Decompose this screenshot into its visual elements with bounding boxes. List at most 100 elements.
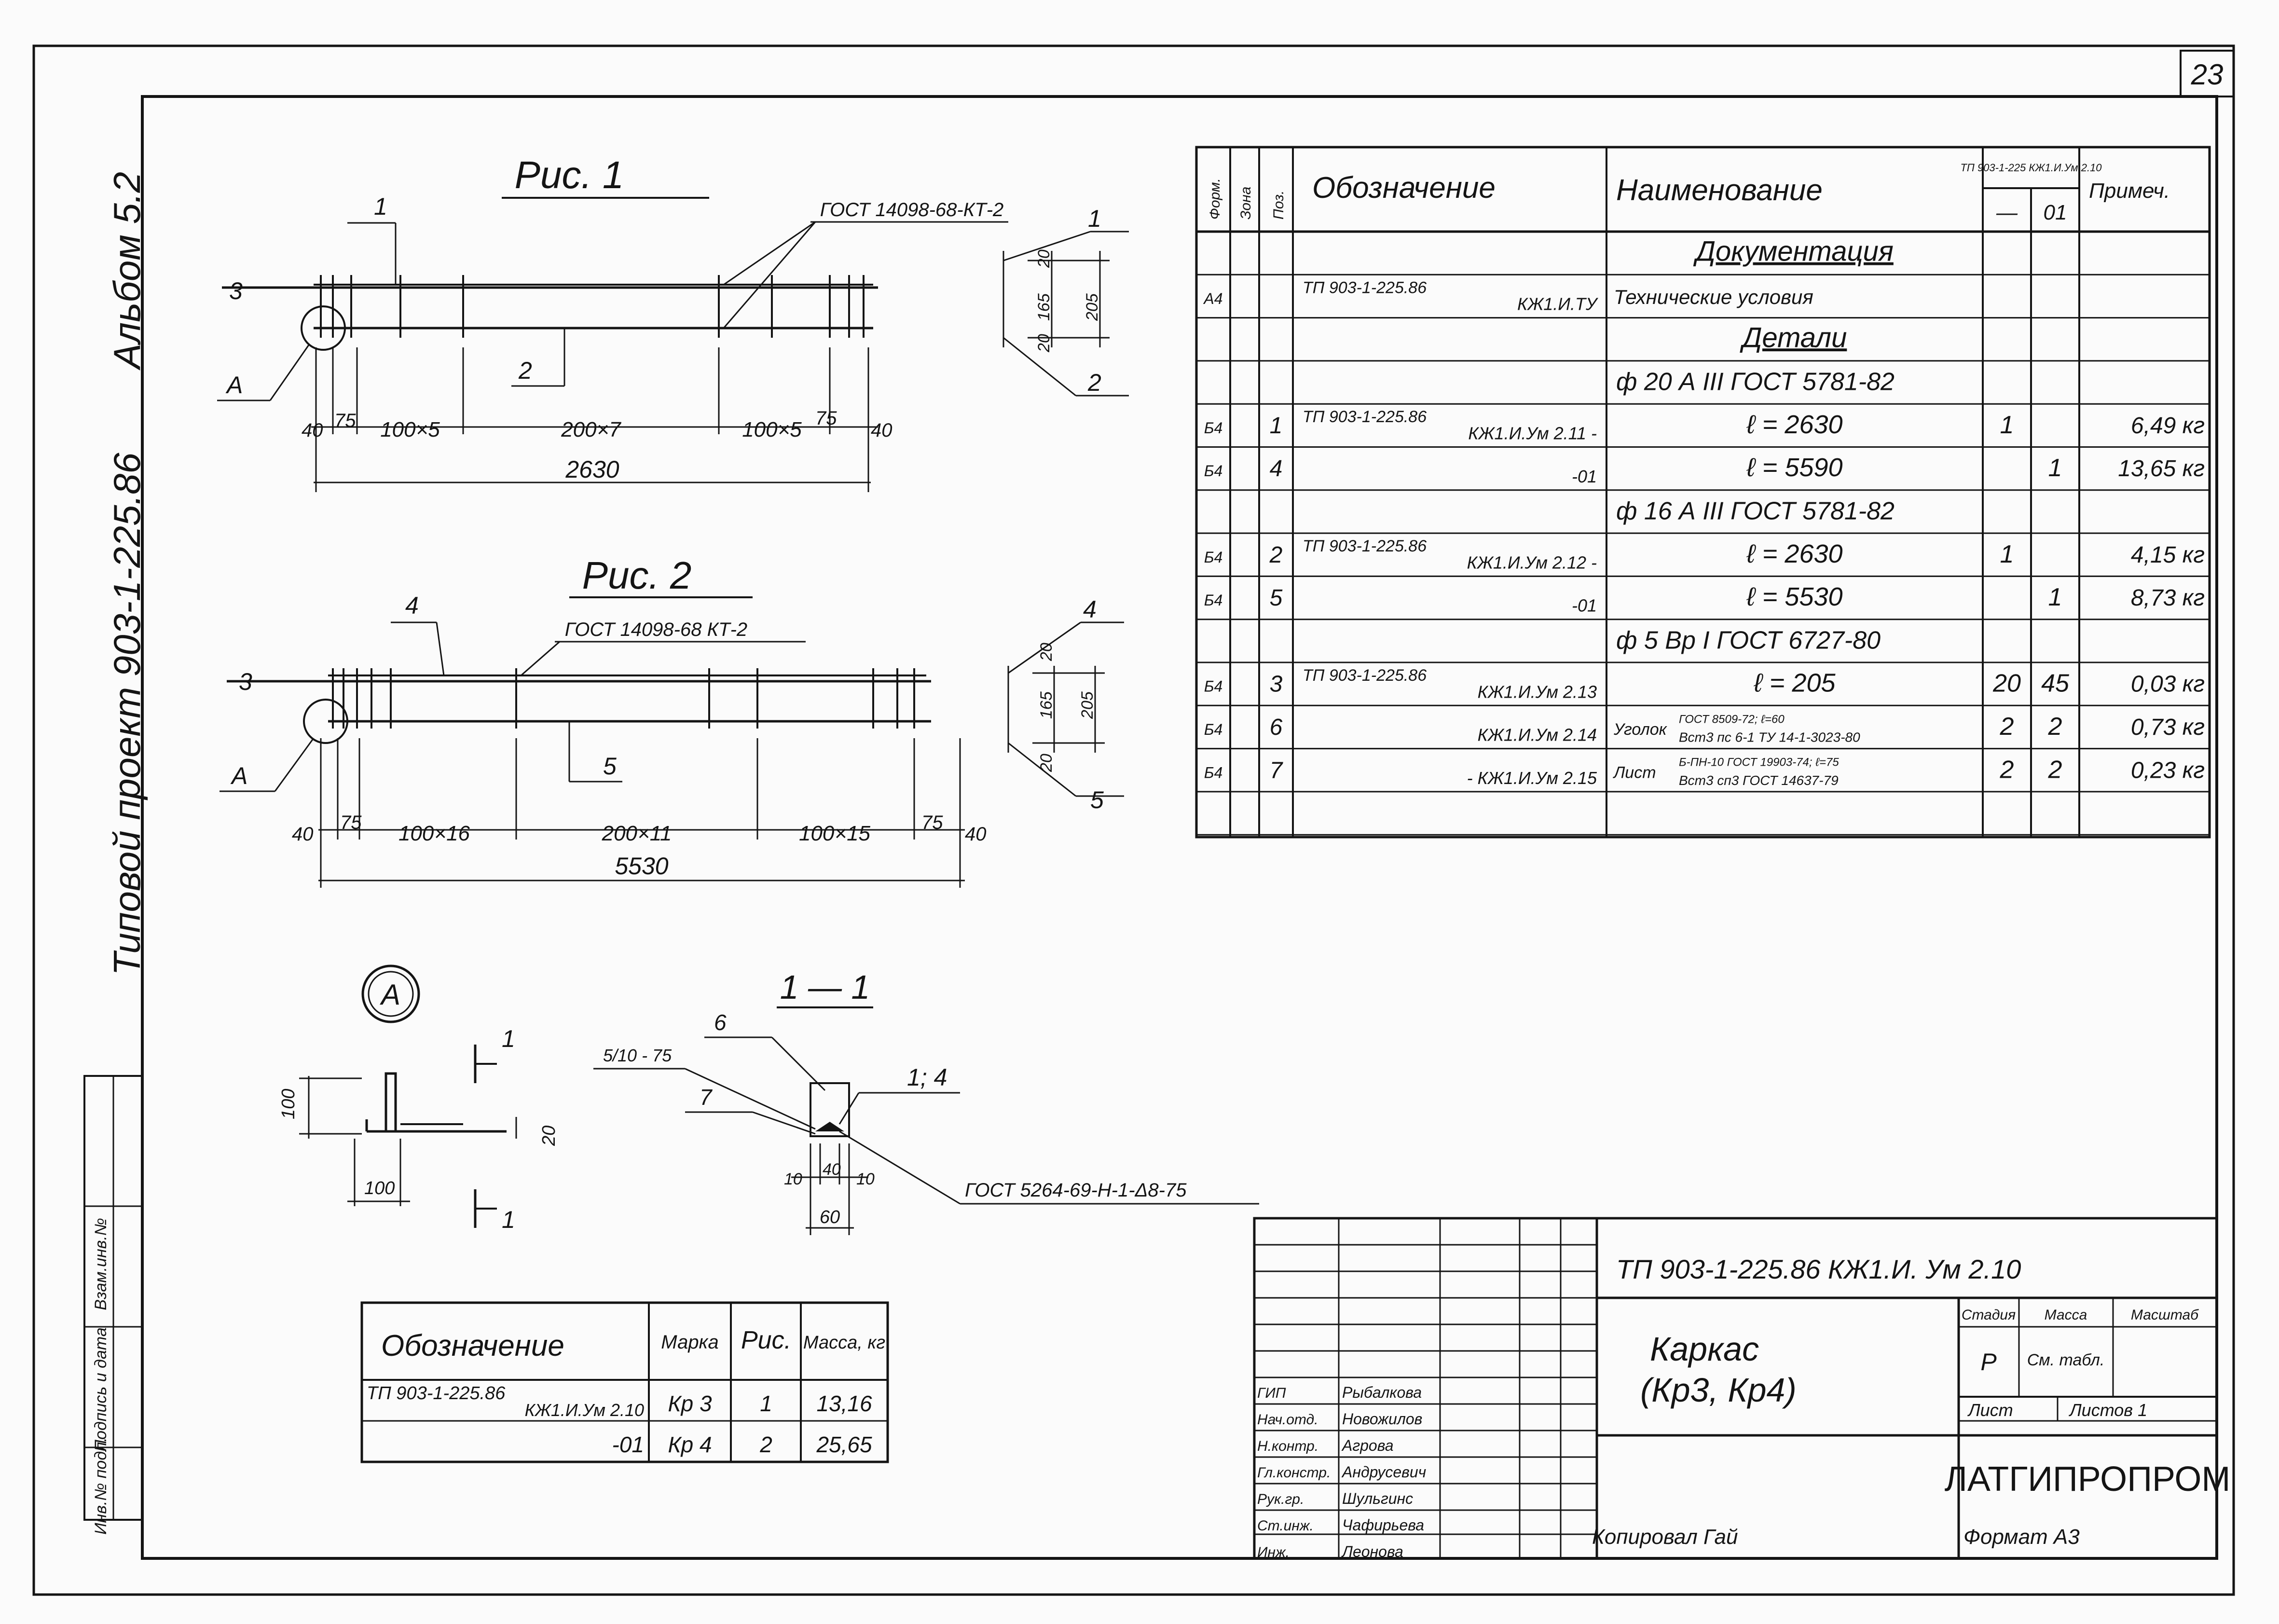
spec-section-heading: Детали: [1740, 322, 1847, 353]
fig2-side-dim-20a: 20: [1037, 643, 1056, 661]
fig2-dim-75b: 75: [921, 812, 943, 833]
cut-mark-bottom: 1: [502, 1206, 515, 1233]
fig2-side-label-5: 5: [1090, 786, 1104, 813]
spec-cell-designation-suffix: КЖ1.И.Ум 2.14: [1478, 725, 1597, 745]
detail-a: А 100 20 100 1 1: [278, 964, 559, 1233]
spec-cell-designation-suffix: КЖ1.И.Ум 2.13: [1478, 682, 1597, 702]
signature-role: Гл.констр.: [1257, 1465, 1331, 1481]
spec-cell-pos: 5: [1270, 585, 1283, 611]
spec-cell-name: Технические условия: [1614, 286, 1813, 308]
fig2-dim-200x11: 200×11: [602, 822, 672, 845]
org-name: ЛАТГИПРОПРОМ: [1945, 1460, 2231, 1499]
signature-role: Нач.отд.: [1257, 1412, 1318, 1428]
title-stage: Р: [1980, 1349, 1997, 1376]
mass-row2-mark: Кр 4: [668, 1432, 712, 1457]
spec-cell-qty-2: 1: [2048, 583, 2062, 611]
spec-cell-qty-2: 2: [2048, 713, 2062, 741]
specification-table: Форм. Зона Поз. Обозначение Наименование…: [1195, 146, 2211, 839]
spec-cell-qty-1: 1: [2000, 411, 2014, 439]
signature-name: Андрусевич: [1341, 1463, 1426, 1481]
spec-cell-name: ℓ = 5590: [1746, 453, 1842, 482]
spec-cell-designation-suffix: -01: [1572, 596, 1597, 616]
spec-cell-qty-1: 20: [1992, 670, 2021, 698]
spec-cell-note: 4,15 кг: [2131, 542, 2205, 568]
title-name-1: Каркас: [1650, 1330, 1759, 1368]
footer-copied: Копировал Гай: [1592, 1525, 1738, 1549]
spec-cell-name: ℓ = 5530: [1746, 582, 1842, 611]
mass-header-mass: Масса, кг: [803, 1333, 885, 1353]
spec-cell-pos: 3: [1270, 672, 1283, 697]
spec-cell-note: 6,49 кг: [2131, 413, 2205, 439]
fig1-label-a: А: [225, 372, 243, 399]
mass-row2-fig: 2: [759, 1432, 772, 1457]
spec-cell-format: Б4: [1204, 678, 1223, 695]
spec-header-qty: ТП 903-1-225 КЖ1.И.Ум 2.10: [1960, 162, 2102, 174]
sheet-number: 23: [2191, 58, 2224, 91]
section-title: 1 — 1: [780, 968, 870, 1006]
inner-frame: [141, 95, 2218, 1560]
spec-material: ф 5 Вр I ГОСТ 6727-80: [1616, 626, 1881, 654]
figure-1: Рис. 1 ГОСТ 14098-68-КТ-2 1 2: [217, 153, 1129, 492]
fig2-side-dim-20b: 20: [1037, 754, 1056, 772]
sheet-number-box: [2180, 50, 2235, 97]
spec-cell-note: 0,23 кг: [2131, 757, 2205, 783]
spec-cell-name: ℓ = 2630: [1746, 410, 1842, 439]
section-dim-40: 40: [823, 1160, 841, 1179]
title-name-2: (Кр3, Кр4): [1640, 1371, 1797, 1409]
mass-table: Обозначение Марка Рис. Масса, кг ТП 903-…: [360, 1301, 889, 1463]
fig1-total: 2630: [565, 456, 619, 483]
fig1-side-label-1: 1: [1088, 205, 1101, 232]
spec-cell-qty-2: 2: [2048, 756, 2062, 784]
mass-row1-mark: Кр 3: [668, 1391, 712, 1416]
title-stage-label: Стадия: [1962, 1307, 2016, 1323]
fig2-side-dim-205: 205: [1078, 691, 1097, 719]
fig1-label-2: 2: [518, 357, 532, 384]
spec-cell-qty-2: 45: [2041, 670, 2070, 698]
fig2-label-4: 4: [405, 592, 419, 619]
spec-cell-format: Б4: [1204, 462, 1223, 480]
detail-a-dim-100v: 100: [278, 1089, 299, 1119]
spec-header-name: Наименование: [1616, 174, 1823, 207]
spec-cell-format: Б4: [1204, 419, 1223, 437]
spec-cell-designation-suffix: КЖ1.И.Ум 2.11 -: [1468, 424, 1597, 443]
spec-cell-pos: 4: [1270, 456, 1283, 482]
fig1-dim-100x5b: 100×5: [742, 418, 802, 441]
spec-cell-name-grade: Вст3 сп3 ГОСТ 14637-79: [1679, 773, 1839, 788]
spec-cell-pos: 6: [1270, 715, 1283, 740]
signature-name: Леонова: [1341, 1543, 1403, 1560]
title-scale-label: Масштаб: [2131, 1307, 2199, 1323]
mass-row1-d2: КЖ1.И.Ум 2.10: [525, 1400, 644, 1420]
signature-role: ГИП: [1257, 1385, 1286, 1401]
fig2-dim-100x16: 100×16: [398, 822, 470, 845]
section-label-1-4: 1; 4: [907, 1064, 947, 1091]
spec-cell-pos: 7: [1270, 757, 1284, 783]
fig1-dim-100x5a: 100×5: [380, 418, 440, 441]
signature-role: Рук.гр.: [1257, 1491, 1304, 1507]
spec-cell-note: 0,73 кг: [2131, 715, 2205, 740]
project-label: Типовой проект 903-1-225.86: [106, 453, 148, 976]
spec-cell-note: 0,03 кг: [2131, 672, 2205, 697]
signature-name: Рыбалкова: [1342, 1384, 1422, 1401]
detail-a-mark: А: [380, 978, 400, 1011]
spec-cell-name: ℓ = 205: [1753, 669, 1836, 698]
spec-header-zone: Зона: [1238, 187, 1254, 220]
spec-header-pos: Поз.: [1271, 191, 1287, 220]
fig1-side-dim-20b: 20: [1035, 334, 1053, 353]
fig2-dim-40a: 40: [292, 824, 314, 845]
fig1-label-1: 1: [374, 193, 387, 220]
fig1-side-dim-20a: 20: [1035, 249, 1053, 268]
fig2-label-5: 5: [603, 753, 617, 780]
fig2-total: 5530: [615, 853, 668, 880]
title-code: ТП 903-1-225.86 КЖ1.И. Ум 2.10: [1616, 1254, 2021, 1284]
signature-name: Чафирьева: [1342, 1516, 1424, 1534]
figure-2: Рис. 2 ГОСТ 14098-68 КТ-2 4 3 5 А: [220, 554, 1124, 888]
section-dim-10a: 10: [784, 1170, 802, 1188]
spec-cell-designation-suffix: - КЖ1.И.Ум 2.15: [1467, 768, 1597, 788]
section-gost: ГОСТ 5264-69-Н-1-Δ8-75: [965, 1180, 1187, 1201]
signature-name: Шульгинс: [1342, 1490, 1413, 1507]
section-label-7: 7: [700, 1085, 713, 1110]
fig2-dim-40b: 40: [965, 824, 987, 845]
mass-header-designation: Обозначение: [381, 1329, 564, 1363]
